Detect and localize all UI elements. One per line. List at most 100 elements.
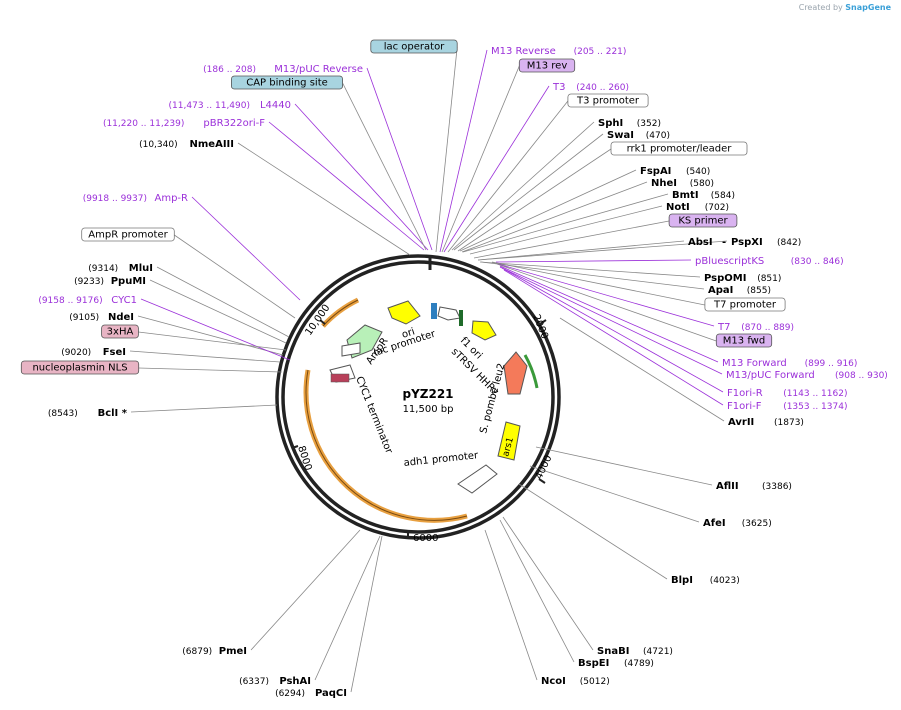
leader-line — [457, 148, 612, 252]
leader-line — [496, 263, 717, 342]
leader-line — [473, 220, 670, 259]
feature-box: rrk1 promoter/leader — [610, 141, 748, 156]
leader-line — [480, 261, 705, 290]
leader-line — [439, 49, 488, 253]
enzyme-position: (6294) — [275, 689, 305, 699]
leader-line — [443, 85, 550, 253]
leader-line — [451, 121, 595, 251]
leader-line — [250, 529, 361, 651]
leader-line — [479, 261, 701, 278]
enzyme-position: (580) — [690, 179, 714, 189]
primer-position: (9918 .. 9937) — [83, 194, 147, 204]
leader-line — [459, 169, 637, 252]
primer-label: pBluescriptKS — [695, 256, 764, 267]
leader-line — [469, 205, 663, 255]
enzyme-position: (470) — [646, 131, 670, 141]
leader-line — [441, 65, 520, 253]
leader-line — [518, 483, 668, 580]
enzyme-position: (9233) — [74, 277, 104, 287]
enzyme-label: BlpI — [671, 575, 693, 586]
primer-label: M13/pUC Reverse — [274, 64, 363, 75]
enzyme-label: PmeI — [219, 646, 247, 657]
enzyme-label: NmeAIII — [190, 139, 234, 150]
enzyme-label: NdeI — [108, 312, 134, 323]
feature-box-label: T7 promoter — [713, 300, 777, 311]
leader-line — [529, 465, 700, 523]
enzyme-position: (4789) — [624, 659, 654, 669]
leader-line — [294, 103, 429, 251]
feature-box: T3 promoter — [567, 93, 649, 108]
enzyme-label: AflII — [716, 481, 739, 492]
backbone-outer-ring — [275, 254, 561, 540]
primer-label: M13/pUC Forward — [726, 370, 815, 381]
enzyme-label: PaqCI — [315, 688, 347, 699]
primer-label: pBR322ori-F — [203, 118, 265, 129]
feature-adh1-promoter: adh1 promoter — [403, 450, 479, 469]
enzyme-position: (1873) — [774, 418, 804, 428]
feature-box: M13 fwd — [715, 333, 773, 348]
leader-line — [477, 240, 728, 261]
enzyme-label: FspAI — [640, 166, 671, 177]
backbone-inner-ring — [281, 260, 555, 534]
primer-label: F1ori-R — [727, 388, 763, 399]
green-arc — [523, 354, 539, 389]
enzyme-position: (540) — [686, 167, 710, 177]
enzyme-label: NotI — [666, 202, 690, 213]
leu2-arrow — [503, 351, 528, 395]
feature-box-label: CAP binding site — [246, 78, 328, 89]
feature-box-label: 3xHA — [107, 327, 134, 338]
lac-operator-block — [431, 303, 437, 319]
tick-mark — [291, 445, 299, 449]
primer-position: (240 .. 260) — [576, 83, 629, 93]
primer-label: T7 — [717, 322, 730, 333]
snapgene-brand: SnapGene — [845, 3, 891, 12]
leader-line — [503, 269, 724, 406]
enzyme-position: (3625) — [742, 519, 772, 529]
feature-box: lac operator — [370, 39, 458, 54]
enzyme-position: (702) — [705, 203, 729, 213]
plasmid-title: pYZ221 11,500 bp — [402, 387, 453, 415]
leader-line — [140, 298, 291, 361]
nls-box — [330, 373, 350, 383]
f1-ori-arrow — [437, 306, 461, 321]
leader-line — [491, 261, 705, 306]
leader-line — [435, 46, 458, 253]
enzyme-label: AfeI — [703, 518, 726, 529]
leader-line — [447, 100, 569, 253]
leader-line — [174, 234, 296, 319]
enzyme-label: ApaI — [708, 285, 733, 296]
leader-line — [149, 279, 287, 344]
leader-line — [499, 519, 575, 663]
tick-mark — [319, 319, 326, 325]
lac-promoter-arrow — [387, 300, 421, 325]
primer-position: (1353 .. 1374) — [783, 402, 847, 412]
primer-label: F1ori-F — [727, 401, 762, 412]
enzyme-position: (851) — [757, 274, 781, 284]
enzyme-label: PspOMI — [704, 273, 746, 284]
primer-position: (11,220 .. 11,239) — [103, 119, 184, 129]
primer-label: CYC1 — [111, 295, 137, 306]
enzyme-label: NcoI — [541, 676, 566, 687]
enzyme-position: (8543) — [48, 409, 78, 419]
primer-position: (11,473 .. 11,490) — [169, 101, 250, 111]
leader-line — [477, 240, 685, 261]
leader-line — [453, 133, 604, 251]
leader-line — [499, 265, 719, 363]
enzyme-position: (9314) — [88, 264, 118, 274]
feature-box-label: lac operator — [384, 42, 445, 53]
enzyme-label: PspXI — [731, 237, 763, 248]
leader-line — [129, 350, 281, 363]
enzyme-label: FseI — [103, 347, 126, 358]
enzyme-label: PpuMI — [111, 276, 146, 287]
primer-position: (1143 .. 1162) — [783, 389, 847, 399]
credit-prefix: Created by — [798, 3, 843, 12]
leader-line — [138, 367, 283, 373]
primer-label: L4440 — [260, 100, 291, 111]
orange-arc-bottom-dark — [305, 369, 468, 521]
enzyme-label: SwaI — [607, 130, 634, 141]
leader-line — [130, 404, 278, 413]
leader-line — [137, 315, 284, 356]
feature-box: KS primer — [668, 213, 738, 228]
leader-line — [484, 529, 538, 681]
